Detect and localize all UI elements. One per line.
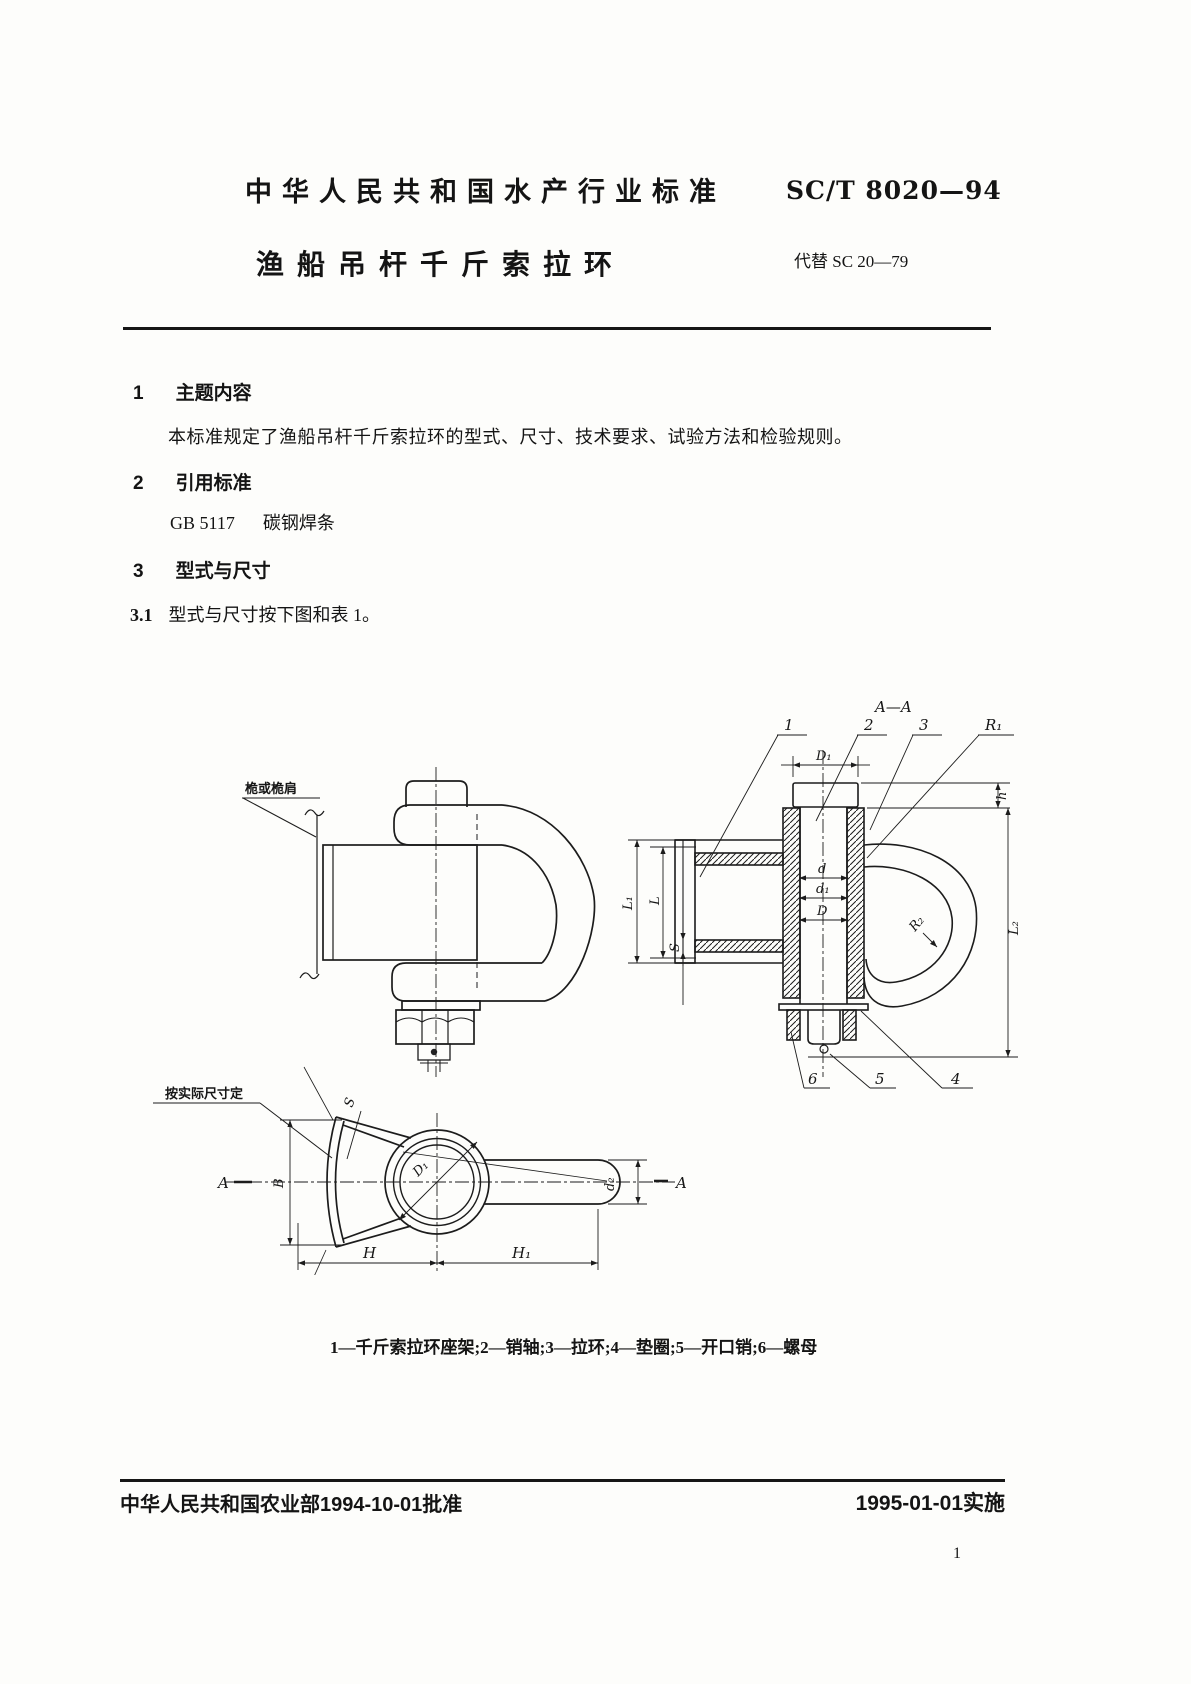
seat-bottom-outer <box>335 1225 412 1248</box>
section-1-body: 本标准规定了渔船吊杆千斤索拉环的型式、尺寸、技术要求、试验方法和检验规则。 <box>168 427 853 447</box>
approval-line: 中华人民共和国农业部1994-10-01批准 <box>120 1494 463 1516</box>
section-2-number: 2 <box>133 473 144 494</box>
h-label: h <box>995 792 1010 800</box>
section-3-heading: 3 型式与尺寸 <box>133 556 271 583</box>
r1-label: R₁ <box>984 716 1002 734</box>
S-label: S <box>668 943 683 952</box>
section-title-label: A—A <box>873 698 912 716</box>
nut-section-left <box>786 1009 801 1041</box>
cotter-pin-side <box>417 1043 451 1072</box>
s-thickness-tick <box>346 1110 362 1160</box>
section-view-drawing <box>628 734 1018 1089</box>
section-dimensions <box>628 734 1018 1089</box>
section-3-1-text: 型式与尺寸按下图和表 1。 <box>168 605 381 625</box>
callout-5-label: 5 <box>875 1070 885 1088</box>
boom-block <box>322 844 478 961</box>
seat-top-outer <box>335 1116 412 1139</box>
ring-section-inner <box>863 865 954 984</box>
L-label: L <box>648 896 663 906</box>
boss-section-left <box>782 807 801 999</box>
nut-section-right <box>842 1009 857 1041</box>
seat-bottom-inner <box>342 1216 405 1240</box>
d2-label: d₂ <box>603 1177 618 1191</box>
document-title: 渔船吊杆千斤索拉环 <box>256 249 626 280</box>
hex-nut-side <box>395 1009 475 1045</box>
r2-label: R₂ <box>906 913 928 935</box>
a-right-label: A <box>674 1174 687 1192</box>
section-1-number: 1 <box>133 383 144 404</box>
boss-section-right <box>846 807 865 999</box>
seat-top-inner <box>342 1124 405 1148</box>
callout-1-label: 1 <box>784 716 794 734</box>
reference-name: 碳钢焊条 <box>262 513 335 533</box>
L2-label: L₂ <box>1007 921 1020 936</box>
figure-caption: 1—千斤索拉环座架;2—销轴;3—拉环;4—垫圈;5—开口销;6—螺母 <box>330 1338 818 1357</box>
mast-note-leader <box>242 797 320 838</box>
section-3-1-line: 3.1 型式与尺寸按下图和表 1。 <box>130 601 380 627</box>
ring-inner-curve <box>501 844 558 964</box>
plan-dimensions <box>234 1119 668 1270</box>
washer-section <box>778 1003 869 1011</box>
callout-4-label: 4 <box>950 1070 961 1088</box>
side-view-drawing <box>242 767 596 1077</box>
ring-outer-curve <box>501 804 596 1002</box>
D-label: D <box>816 904 828 919</box>
d-label: d <box>818 862 826 877</box>
standard-org-line: 中华人民共和国水产行业标准 <box>245 177 726 207</box>
callout-6-label: 6 <box>808 1070 818 1088</box>
seat-bracket <box>674 839 784 964</box>
L1-label: L₁ <box>621 896 636 911</box>
detail-slant-lower <box>314 1249 327 1275</box>
cotter-pin-section <box>819 1044 829 1054</box>
dim-D1 <box>781 756 870 777</box>
pin-head <box>405 780 468 807</box>
section-2-heading: 2 引用标准 <box>133 468 252 495</box>
clevis-bottom-lug <box>391 962 545 1002</box>
callout-3-label: 3 <box>919 716 929 734</box>
B-label: B <box>272 1178 287 1189</box>
implementation-line: 1995-01-01实施 <box>855 1492 1005 1515</box>
mast-note-label: 桅或桅肩 <box>245 781 297 796</box>
section-2-reference: GB 5117 碳钢焊条 <box>170 509 335 535</box>
d1-top-label: D₁ <box>815 749 832 764</box>
detail-diagonal <box>402 1151 608 1182</box>
a-left-label: A <box>216 1174 229 1192</box>
footer-divider <box>120 1479 1005 1482</box>
washer-side <box>401 1000 481 1011</box>
ring-section-outer <box>863 843 978 1008</box>
section-2-title: 引用标准 <box>175 473 252 494</box>
standard-number: SC/T 8020—94 <box>786 176 1002 205</box>
section-3-1-number: 3.1 <box>130 605 153 625</box>
replaces-note: 代替 SC 20—79 <box>794 252 909 271</box>
actual-note-label: 按实际尺寸定 <box>165 1086 243 1101</box>
S-plan-label: S <box>342 1096 359 1110</box>
header-divider <box>123 327 991 330</box>
page-number: 1 <box>953 1545 961 1562</box>
mast-break-line <box>299 809 325 980</box>
pin-head-section <box>792 782 859 808</box>
actual-note-leader <box>153 1102 333 1159</box>
clevis-top-lug <box>393 804 502 846</box>
section-3-title: 型式与尺寸 <box>175 561 271 582</box>
detail-slant-upper <box>303 1066 334 1121</box>
d1-small-label: d₁ <box>816 882 830 897</box>
section-1-title: 主题内容 <box>175 383 252 404</box>
reference-code: GB 5117 <box>170 513 235 533</box>
plan-view-drawing <box>153 1066 675 1275</box>
D1-plan-label: D₁ <box>410 1158 432 1180</box>
section-3-number: 3 <box>133 561 144 582</box>
section-1-heading: 1 主题内容 <box>133 378 252 405</box>
H-label: H <box>362 1244 377 1262</box>
pin-tail <box>807 1010 841 1045</box>
H1-label: H₁ <box>511 1244 531 1262</box>
technical-drawing: 桅或桅肩 <box>153 698 1020 1275</box>
callout-2-label: 2 <box>863 716 874 734</box>
